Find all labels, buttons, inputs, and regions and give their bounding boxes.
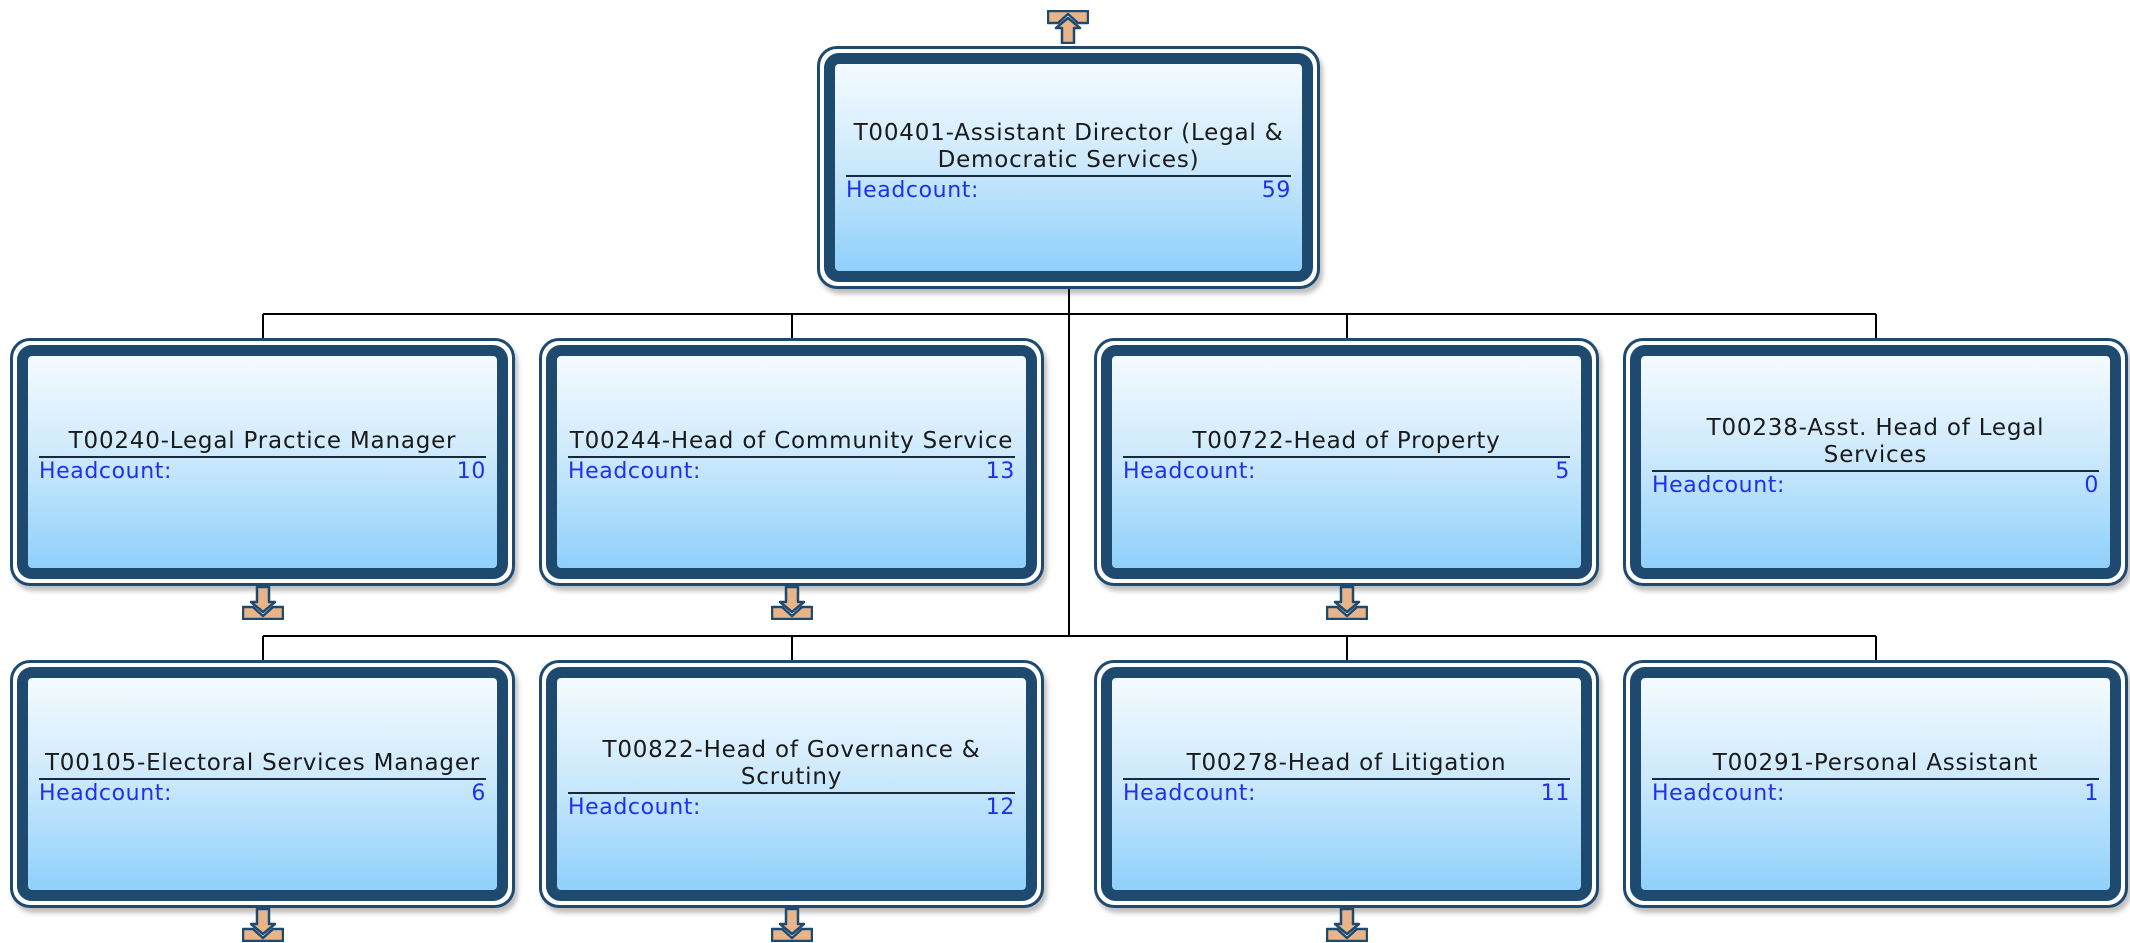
node-title: T00401-Assistant Director (Legal & Democ… [846, 120, 1291, 177]
headcount-value: 12 [985, 794, 1015, 820]
headcount-value: 5 [1555, 459, 1570, 484]
headcount-value: 13 [985, 459, 1015, 484]
headcount-value: 10 [456, 459, 486, 484]
headcount-value: 1 [2084, 781, 2099, 806]
org-node-child[interactable]: T00240-Legal Practice Manager Headcount:… [10, 338, 515, 586]
node-title: T00105-Electoral Services Manager [39, 750, 486, 780]
headcount-value: 0 [2084, 472, 2099, 498]
headcount-label: Headcount: [846, 178, 980, 203]
node-title: T00278-Head of Litigation [1123, 750, 1570, 780]
org-node-child[interactable]: T00291-Personal Assistant Headcount: 1 [1623, 660, 2128, 908]
headcount-label: Headcount: [1123, 459, 1257, 484]
headcount-value: 11 [1540, 781, 1570, 806]
node-title: T00291-Personal Assistant [1652, 750, 2099, 780]
expand-down-arrow-icon[interactable] [242, 908, 284, 942]
headcount-label: Headcount: [39, 459, 173, 484]
expand-down-arrow-icon[interactable] [771, 586, 813, 620]
org-node-child[interactable]: T00278-Head of Litigation Headcount: 11 [1094, 660, 1599, 908]
org-node-child[interactable]: T00238-Asst. Head of Legal Services Head… [1623, 338, 2128, 586]
headcount-row: Headcount: 0 [1652, 472, 2099, 500]
headcount-row: Headcount: 59 [846, 177, 1291, 205]
expand-down-arrow-icon[interactable] [242, 586, 284, 620]
org-node-child[interactable]: T00722-Head of Property Headcount: 5 [1094, 338, 1599, 586]
headcount-row: Headcount: 12 [568, 794, 1015, 822]
headcount-label: Headcount: [568, 459, 702, 484]
headcount-label: Headcount: [1652, 472, 1786, 498]
org-node-child[interactable]: T00822-Head of Governance & Scrutiny Hea… [539, 660, 1044, 908]
expand-up-arrow-icon[interactable] [1047, 10, 1089, 44]
headcount-row: Headcount: 6 [39, 780, 486, 808]
expand-down-arrow-icon[interactable] [1326, 908, 1368, 942]
org-node-child[interactable]: T00105-Electoral Services Manager Headco… [10, 660, 515, 908]
node-title: T00244-Head of Community Service [568, 428, 1015, 458]
headcount-row: Headcount: 5 [1123, 458, 1570, 486]
org-node-root[interactable]: T00401-Assistant Director (Legal & Democ… [817, 46, 1320, 289]
headcount-value: 6 [471, 781, 486, 806]
expand-down-arrow-icon[interactable] [771, 908, 813, 942]
org-node-child[interactable]: T00244-Head of Community Service Headcou… [539, 338, 1044, 586]
node-title: T00238-Asst. Head of Legal Services [1652, 415, 2099, 472]
headcount-label: Headcount: [1652, 781, 1786, 806]
node-title: T00822-Head of Governance & Scrutiny [568, 737, 1015, 794]
headcount-row: Headcount: 1 [1652, 780, 2099, 808]
headcount-row: Headcount: 10 [39, 458, 486, 486]
expand-down-arrow-icon[interactable] [1326, 586, 1368, 620]
headcount-row: Headcount: 13 [568, 458, 1015, 486]
headcount-value: 59 [1261, 178, 1291, 203]
headcount-label: Headcount: [568, 794, 702, 820]
headcount-label: Headcount: [1123, 781, 1257, 806]
node-title: T00240-Legal Practice Manager [39, 428, 486, 458]
node-title: T00722-Head of Property [1123, 428, 1570, 458]
headcount-row: Headcount: 11 [1123, 780, 1570, 808]
headcount-label: Headcount: [39, 781, 173, 806]
